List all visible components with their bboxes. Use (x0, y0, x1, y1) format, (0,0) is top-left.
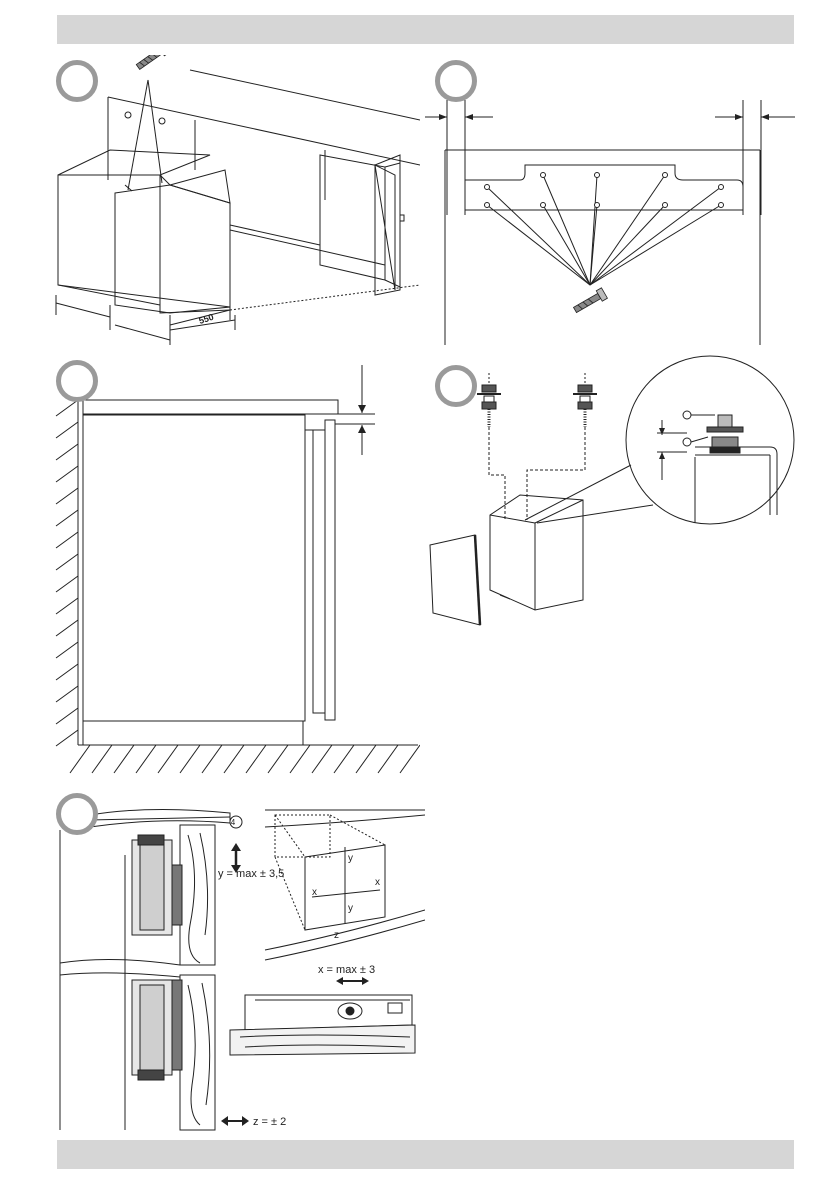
step4-panel (425, 355, 800, 645)
hatch-line (92, 745, 112, 773)
hatch-line (56, 620, 78, 636)
floor-hatch (70, 745, 420, 773)
axis-x-right-label: x (375, 877, 380, 888)
axis-y-top-label: y (348, 853, 353, 864)
hatch-line (136, 745, 156, 773)
screw-icon (572, 288, 607, 315)
hatch-line (56, 708, 78, 724)
step5-drawing: 4 y = max ± 3,5 x = max ± 3 z = ± 2 y y … (50, 785, 425, 1140)
hatch-line (400, 745, 420, 773)
y-adjust-label: y = max ± 3,5 (218, 868, 284, 880)
step5-marker (56, 793, 98, 835)
step1-drawing: 550 (50, 55, 420, 350)
hatch-line (56, 576, 78, 592)
hatch-line (56, 444, 78, 460)
step3-drawing (50, 355, 420, 780)
hatch-line (334, 745, 354, 773)
step4-drawing (425, 355, 800, 645)
step2-marker (435, 60, 477, 102)
hatch-line (202, 745, 222, 773)
hatch-line (114, 745, 134, 773)
step1-panel: 550 (50, 55, 420, 350)
hatch-line (246, 745, 266, 773)
z-adjust-label: z = ± 2 (253, 1116, 286, 1128)
hatch-line (56, 422, 78, 438)
axis-x-left-label: x (312, 887, 317, 898)
hatch-line (56, 598, 78, 614)
axis-z-label: z (334, 930, 339, 941)
hatch-line (56, 554, 78, 570)
x-adjust-label: x = max ± 3 (318, 964, 375, 976)
hatch-line (312, 745, 332, 773)
axis-y-bottom-label: y (348, 903, 353, 914)
screw-icon (135, 55, 170, 72)
footer-band (57, 1140, 794, 1169)
hatch-line (56, 642, 78, 658)
hatch-line (224, 745, 244, 773)
header-band (57, 15, 794, 44)
callout-4: 4 (231, 818, 236, 827)
step3-marker (56, 360, 98, 402)
wall-hatch (56, 400, 78, 746)
hatch-line (356, 745, 376, 773)
hatch-line (56, 686, 78, 702)
step2-panel (425, 55, 800, 350)
step5-panel: 4 y = max ± 3,5 x = max ± 3 z = ± 2 y y … (50, 785, 425, 1140)
step4-marker (435, 365, 477, 407)
step2-drawing (425, 55, 800, 350)
hatch-line (290, 745, 310, 773)
hatch-line (56, 488, 78, 504)
hatch-line (56, 730, 78, 746)
hatch-line (56, 400, 78, 416)
hatch-line (70, 745, 90, 773)
step1-marker (56, 60, 98, 102)
hatch-line (378, 745, 398, 773)
hatch-line (56, 664, 78, 680)
hatch-line (158, 745, 178, 773)
hatch-line (180, 745, 200, 773)
hatch-line (268, 745, 288, 773)
hatch-line (56, 466, 78, 482)
step3-panel (50, 355, 420, 780)
hatch-line (56, 532, 78, 548)
hatch-line (56, 510, 78, 526)
